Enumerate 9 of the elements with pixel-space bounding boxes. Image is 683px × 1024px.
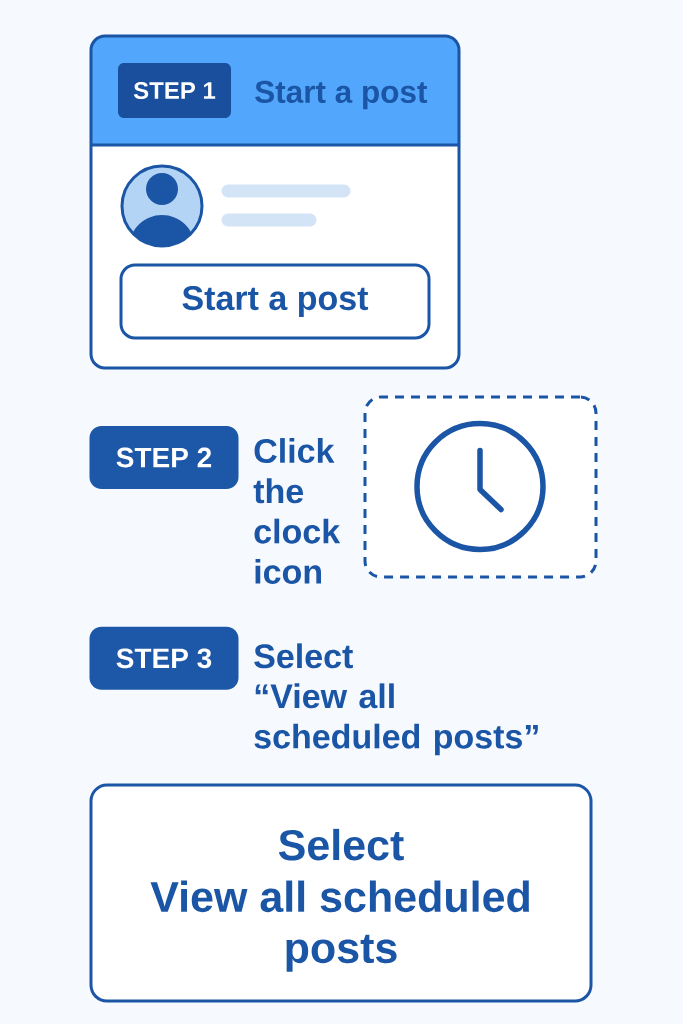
step-instruction: “View all scheduled posts” [254,683,538,756]
step-instruction: Select [254,643,353,669]
step-badge: STEP 1 [118,63,231,118]
step-instruction: Click the clock icon [253,438,341,584]
dashed-frame [363,395,598,579]
instruction-box: Select View all scheduled posts [89,783,593,1003]
post-button: Start a post [119,263,431,340]
step-badge: STEP 2 [89,426,239,489]
step-badge: STEP 3 [89,626,239,690]
